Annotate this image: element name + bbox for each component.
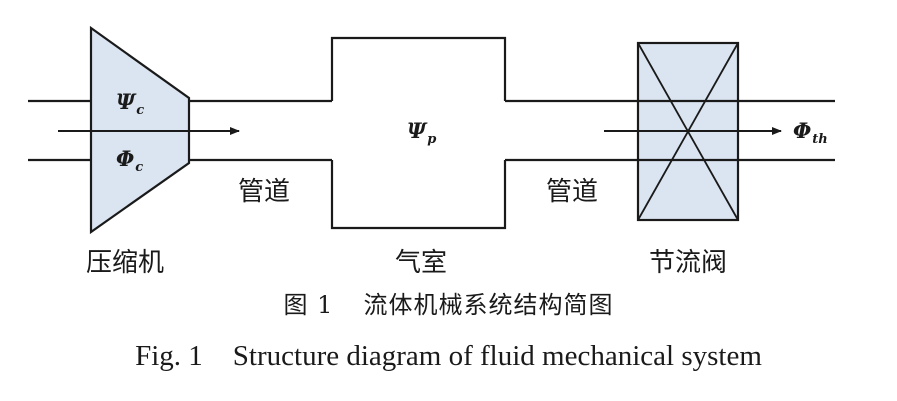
throttle-phi-symbol: Φth bbox=[793, 118, 828, 147]
plenum-label: 气室 bbox=[395, 248, 447, 278]
caption-chinese: 图 1 流体机械系统结构简图 bbox=[0, 285, 897, 320]
caption-chinese-title: 流体机械系统结构简图 bbox=[363, 291, 614, 319]
compressor-label: 压缩机 bbox=[86, 248, 164, 278]
compressor-phi-symbol: Φc bbox=[116, 146, 143, 175]
plenum-outline bbox=[330, 36, 507, 230]
plenum-psi-symbol: Ψp bbox=[407, 118, 436, 147]
caption-english-number: Fig. 1 bbox=[135, 340, 203, 372]
pipe-left-label: 管道 bbox=[238, 177, 290, 207]
caption-english: Fig. 1 Structure diagram of fluid mechani… bbox=[0, 340, 897, 373]
compressor-psi-symbol: Ψc bbox=[116, 89, 144, 118]
system-diagram: Ψc Φc Ψp Φth 管道 管道 压缩机 气室 节流阀 bbox=[28, 25, 835, 278]
pipe-right-label: 管道 bbox=[546, 177, 598, 207]
caption-chinese-number: 图 1 bbox=[283, 291, 334, 319]
caption-english-title: Structure diagram of fluid mechanical sy… bbox=[232, 340, 762, 372]
throttle-label: 节流阀 bbox=[649, 248, 727, 278]
